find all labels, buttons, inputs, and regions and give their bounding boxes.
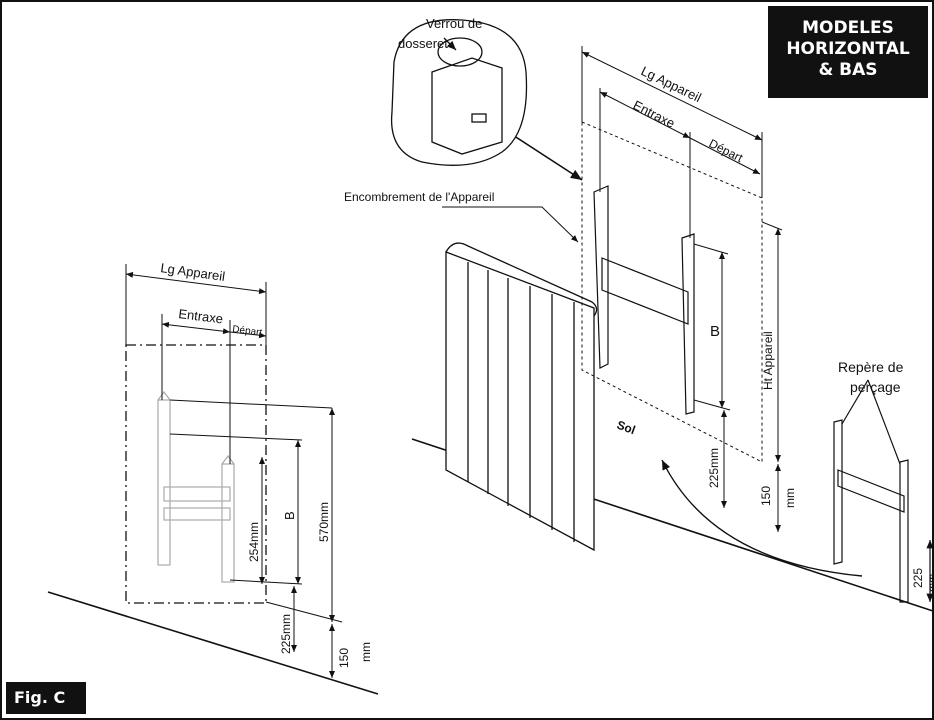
radiator	[445, 242, 598, 552]
right-150: 150	[759, 486, 773, 506]
left-150-unit: mm	[359, 642, 373, 662]
small-225-unit: mm	[927, 574, 934, 592]
right-150-unit: mm	[783, 488, 797, 508]
right-dotted-outline	[581, 121, 763, 463]
right-bracket	[593, 185, 695, 415]
lock-detail-bubble	[390, 19, 528, 166]
figure-label: Fig. C	[6, 682, 86, 714]
title-line3: & BAS	[818, 60, 878, 80]
left-b-label: B	[282, 511, 297, 520]
lock-label-line2: dosseret	[398, 36, 448, 51]
sol-label: Sol	[615, 418, 637, 438]
small-225: 225	[911, 568, 925, 588]
right-depart: Départ	[707, 136, 746, 165]
right-entraxe: Entraxe	[631, 97, 678, 131]
repere-line2: perçage	[850, 379, 901, 395]
left-depart: Départ	[232, 324, 263, 339]
left-bracket	[157, 391, 235, 583]
right-view	[390, 19, 932, 612]
right-225mm: 225mm	[707, 448, 721, 488]
right-b-label: B	[710, 323, 720, 340]
left-labels: Lg Appareil Entraxe Départ 254mm B 570mm…	[160, 260, 373, 668]
left-appliance-outline	[125, 344, 267, 604]
left-254mm: 254mm	[247, 522, 261, 562]
left-225mm: 225mm	[279, 614, 293, 654]
lock-label-line1: Verrou de	[426, 16, 482, 31]
left-view	[47, 264, 379, 695]
encombrement-label: Encombrement de l'Appareil	[344, 190, 494, 204]
mounting-arrow	[661, 459, 863, 577]
drilling-template	[833, 379, 932, 603]
title-line1: MODELES	[802, 18, 894, 38]
left-150: 150	[337, 648, 351, 668]
left-floor-line	[47, 591, 379, 695]
left-570mm: 570mm	[317, 502, 331, 542]
repere-line1: Repère de	[838, 359, 904, 375]
models-title-box: MODELES HORIZONTAL & BAS	[768, 6, 928, 98]
title-line2: HORIZONTAL	[786, 39, 910, 59]
left-entraxe: Entraxe	[178, 306, 224, 326]
ht-appareil-label: Ht Appareil	[761, 331, 775, 390]
left-lg-appareil: Lg Appareil	[160, 260, 227, 284]
